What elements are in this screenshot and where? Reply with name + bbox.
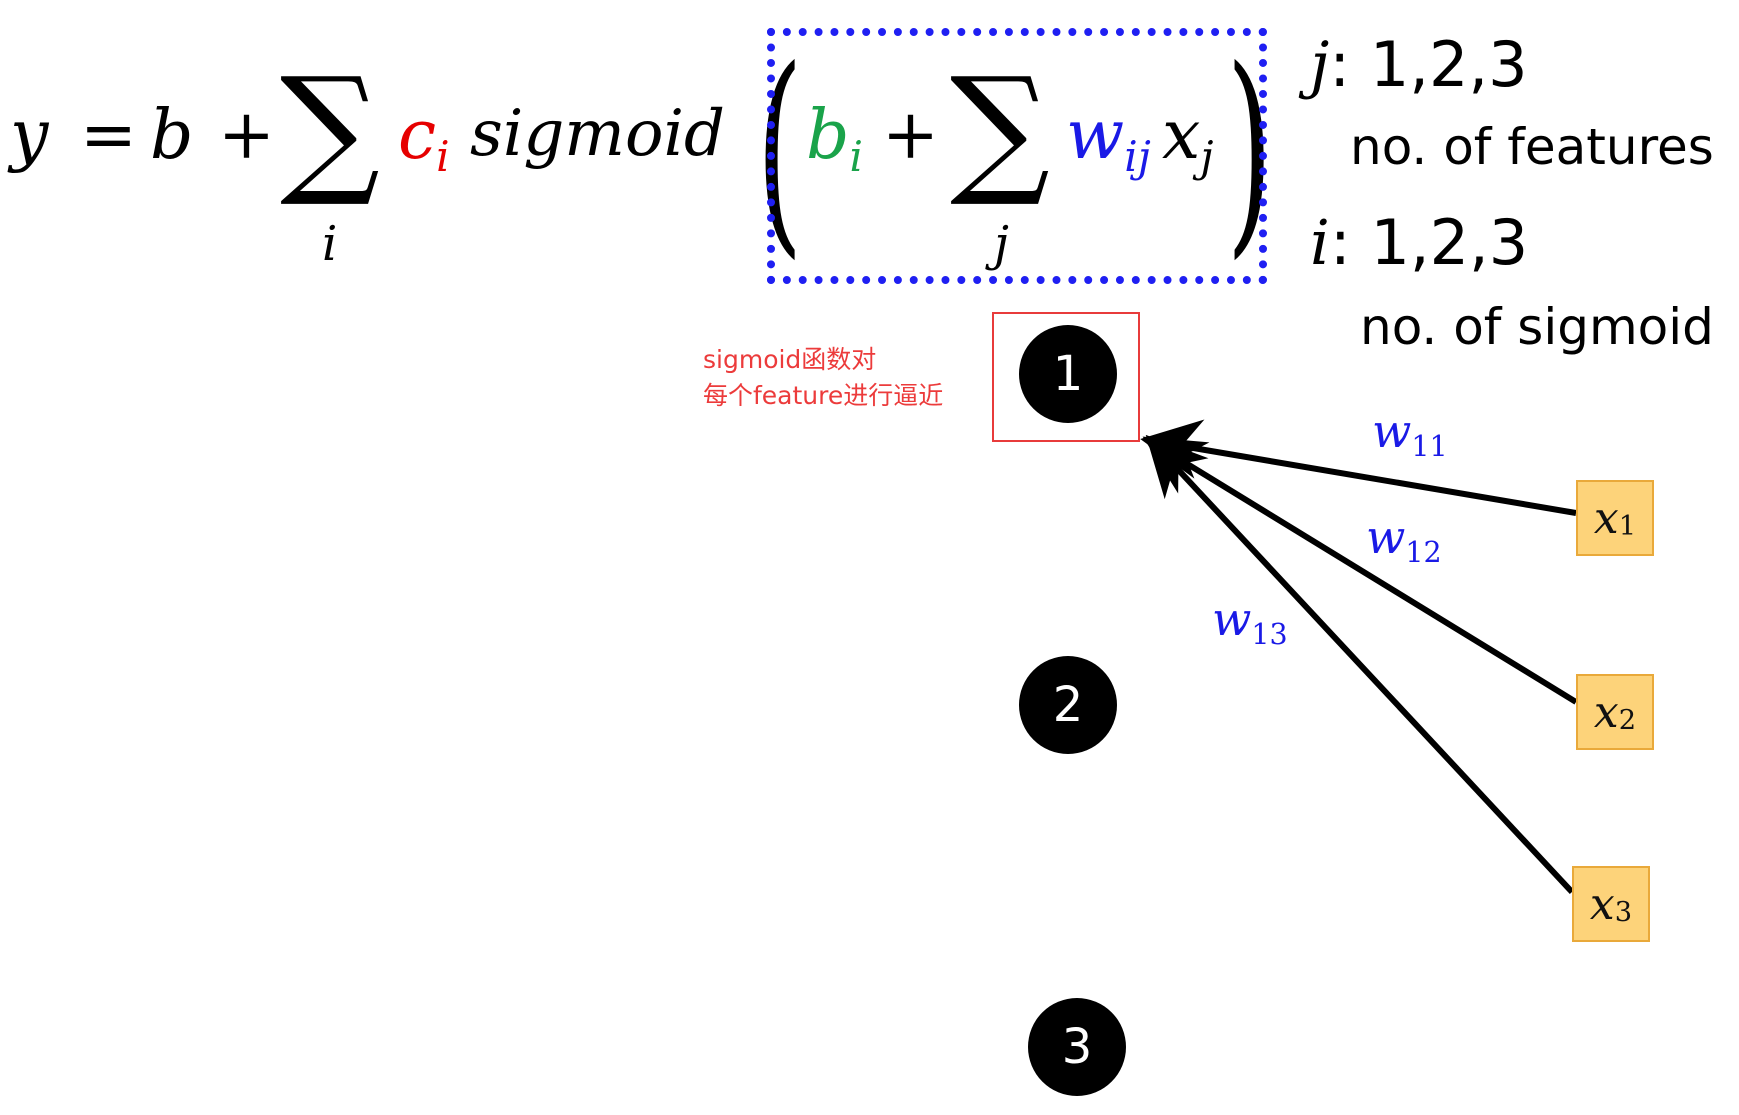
range-j-values: : 1,2,3	[1329, 28, 1528, 101]
b-inner-var: b	[806, 96, 850, 175]
formula-equals: =	[80, 96, 137, 175]
edge-x3-to-node-1	[1145, 434, 1575, 895]
weight-w11-var: w	[1372, 404, 1412, 458]
x-subscript: j	[1200, 132, 1214, 182]
weight-w13-var: w	[1212, 592, 1252, 646]
range-i-values: : 1,2,3	[1329, 206, 1529, 279]
x-var: x	[1162, 96, 1201, 175]
formula-plus-inner: +	[882, 96, 939, 175]
range-i: i: 1,2,3	[1310, 212, 1528, 274]
input-x3-sub: 3	[1614, 897, 1633, 929]
input-x2-sub: 2	[1618, 705, 1637, 737]
sigmoid-node-1: 1	[1019, 325, 1117, 423]
formula-w-ij: wij	[1066, 102, 1151, 179]
weight-w12-sub: 12	[1405, 536, 1442, 570]
sigmoid-node-3: 3	[1028, 998, 1126, 1096]
formula-plus: +	[218, 96, 275, 175]
sum-symbol-inner: ∑	[950, 48, 1050, 211]
c-var: c	[398, 96, 437, 175]
node-1-highlight-box	[992, 312, 1140, 442]
formula-c-i: ci	[398, 102, 450, 179]
weight-w12-var: w	[1366, 510, 1406, 564]
annotation-line-2: 每个feature进行逼近	[703, 381, 944, 411]
formula-y: y	[10, 96, 49, 175]
range-i-description: no. of sigmoid	[1360, 298, 1714, 356]
inner-expression-highlight	[767, 28, 1267, 284]
sum-index-j: j	[994, 216, 1009, 272]
sigmoid-node-2: 2	[1019, 656, 1117, 754]
w-subscript: ij	[1124, 132, 1151, 182]
formula-b: b	[150, 96, 194, 175]
formula-x-j: xj	[1162, 102, 1213, 179]
sum-index-i: i	[322, 216, 338, 272]
weight-w11: w11	[1372, 408, 1448, 461]
weight-w13: w13	[1212, 596, 1288, 649]
formula-sigmoid: sigmoid	[470, 97, 725, 171]
edge-x2-to-node-1	[1142, 436, 1578, 705]
input-x1-var: x	[1593, 492, 1619, 544]
range-j: j: 1,2,3	[1310, 34, 1528, 96]
edge-x1-to-node-1	[1140, 419, 1577, 516]
weight-w11-sub: 11	[1411, 430, 1448, 464]
formula-left-paren: (	[756, 22, 804, 278]
range-i-var: i	[1310, 206, 1330, 279]
c-subscript: i	[436, 132, 450, 182]
w-var: w	[1066, 96, 1125, 175]
range-j-var: j	[1310, 28, 1330, 101]
input-x1-sub: 1	[1618, 511, 1637, 543]
range-j-description: no. of features	[1350, 118, 1714, 176]
weight-w12: w12	[1366, 514, 1442, 567]
formula-b-i: bi	[806, 102, 863, 179]
weight-w13-sub: 13	[1251, 618, 1288, 652]
annotation-note: sigmoid函数对 每个feature进行逼近	[703, 342, 943, 415]
sum-symbol-outer: ∑	[280, 48, 380, 211]
b-inner-subscript: i	[849, 132, 864, 182]
annotation-line-1: sigmoid函数对	[703, 345, 877, 374]
input-x3-var: x	[1589, 878, 1615, 930]
input-x2-var: x	[1593, 686, 1619, 738]
